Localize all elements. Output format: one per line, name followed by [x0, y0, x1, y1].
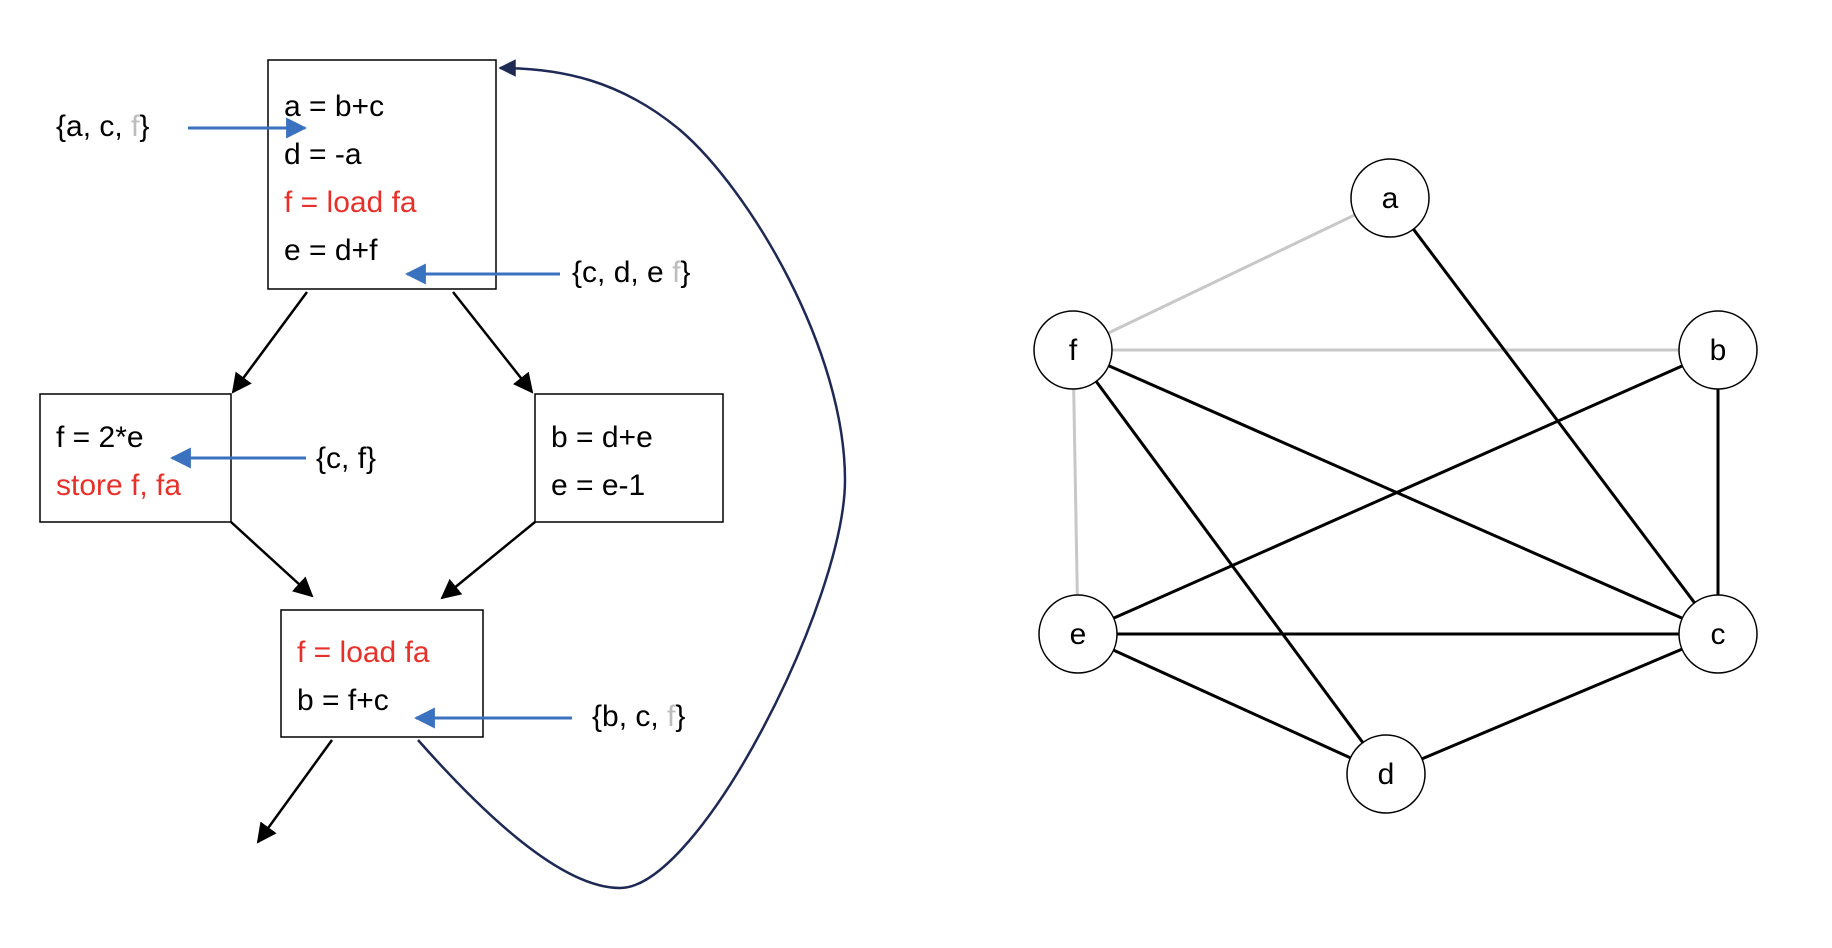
graph-node-circle-f: [1033, 310, 1113, 390]
cfg-edge-1-to-3: [452, 291, 534, 394]
live-set-4-faded: f: [667, 700, 676, 733]
graph-node-circle-d: [1346, 734, 1426, 814]
cfg-block-1-box: [267, 59, 497, 290]
graph-node-a: a: [1350, 158, 1430, 238]
graph-node-circle-c: [1678, 594, 1758, 674]
cfg-block-2: f = 2*e store f, fa: [39, 393, 232, 523]
live-set-1: {a, c, f}: [56, 110, 149, 143]
cfg-block-2-line-2: store f, fa: [56, 469, 181, 502]
cfg-block-1-line-2: d = -a: [284, 138, 362, 171]
graph-node-f: f: [1033, 310, 1113, 390]
graph-node-label-d: d: [1378, 758, 1395, 791]
graph-node-label-c: c: [1711, 618, 1726, 651]
interference-graph: a b f e c d: [1033, 158, 1758, 814]
cfg-block-4: f = load fa b = f+c: [280, 609, 484, 738]
interference-graph-edges: [1072, 213, 1720, 761]
cfg-block-1-line-4: e = d+f: [284, 234, 378, 267]
live-set-2-close: }: [680, 256, 690, 289]
cfg-edge-1-to-2: [231, 291, 309, 394]
cfg-block-4-box: [280, 609, 484, 738]
cfg-block-3-line-1: b = d+e: [551, 421, 653, 454]
graph-node-label-f: f: [1069, 334, 1078, 367]
live-set-1-open: {a, c,: [56, 110, 131, 143]
cfg-block-4-line-1: f = load fa: [297, 636, 430, 669]
cfg-block-4-line-2: b = f+c: [297, 684, 389, 717]
cfg-block-1-line-1: a = b+c: [284, 90, 384, 123]
cfg-block-3-box: [534, 393, 724, 523]
graph-node-c: c: [1678, 594, 1758, 674]
graph-node-circle-e: [1038, 594, 1118, 674]
graph-edge-a-c: [1412, 228, 1696, 604]
graph-node-circle-a: [1350, 158, 1430, 238]
graph-node-e: e: [1038, 594, 1118, 674]
live-set-1-close: }: [139, 110, 149, 143]
graph-edge-d-c: [1421, 647, 1683, 761]
graph-edge-e-d: [1112, 648, 1352, 760]
live-set-4: {b, c, f}: [592, 700, 685, 733]
graph-node-circle-b: [1678, 310, 1758, 390]
graph-edge-b-e: [1113, 364, 1683, 620]
cfg-block-1-line-3: f = load fa: [284, 186, 417, 219]
graph-node-label-b: b: [1710, 334, 1727, 367]
live-set-4-close: }: [675, 700, 685, 733]
cfg-block-3-line-2: e = e-1: [551, 469, 645, 502]
live-set-1-faded: f: [131, 110, 140, 143]
cfg-block-1: a = b+c d = -a f = load fa e = d+f: [267, 59, 497, 290]
control-flow-graph: a = b+c d = -a f = load fa e = d+f f = 2…: [39, 59, 847, 890]
live-set-4-open: {b, c,: [592, 700, 667, 733]
cfg-edge-4-exit: [256, 739, 334, 844]
graph-node-label-e: e: [1070, 618, 1087, 651]
graph-node-label-a: a: [1382, 182, 1399, 215]
cfg-block-2-line-1: f = 2*e: [56, 421, 144, 454]
live-set-2-open: {c, d, e: [572, 256, 672, 289]
cfg-block-3: b = d+e e = e-1: [534, 393, 724, 523]
interference-graph-nodes: a b f e c d: [1033, 158, 1758, 814]
graph-node-b: b: [1678, 310, 1758, 390]
graph-node-d: d: [1346, 734, 1426, 814]
cfg-back-edge: [417, 59, 847, 890]
graph-edge-a-f: [1107, 213, 1356, 335]
graph-edge-f-d: [1094, 380, 1365, 744]
live-set-2: {c, d, e f}: [572, 256, 690, 289]
cfg-edge-3-to-4: [440, 521, 536, 600]
cfg-edge-2-to-4: [230, 521, 314, 598]
live-set-3: {c, f}: [316, 442, 376, 475]
live-set-2-faded: f: [672, 256, 681, 289]
graph-edge-f-e: [1072, 388, 1079, 596]
